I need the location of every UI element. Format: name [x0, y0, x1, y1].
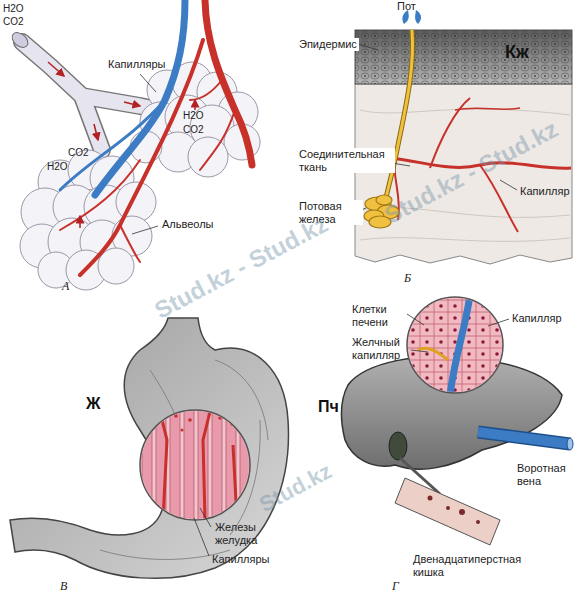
part-label: Альвеолы	[162, 218, 214, 231]
panel-letter: Г	[392, 580, 399, 594]
stomach	[10, 318, 288, 578]
organ-letter: Пч	[318, 398, 339, 416]
formula: CO2	[3, 16, 24, 28]
portal-vein	[478, 432, 573, 450]
panel-letter: А	[62, 280, 69, 294]
panel-letter: Б	[404, 272, 411, 286]
flow-arrows	[48, 62, 195, 228]
formula: CO2	[68, 147, 89, 159]
watermark: Stud.kz - Stud.kz	[380, 115, 563, 230]
formula: CO2	[183, 124, 204, 136]
blood-vessels	[60, 0, 252, 275]
part-label: Капилляры	[212, 553, 269, 566]
organ-letter: Кж	[505, 42, 529, 63]
gastric-gland-inset	[140, 410, 250, 520]
part-label: Клетки печени	[352, 303, 408, 328]
organ-letter: Ж	[86, 395, 100, 413]
leader-lines	[132, 44, 517, 556]
formula: H2O	[183, 110, 204, 122]
part-label: Пот	[397, 0, 416, 13]
duodenum	[395, 478, 500, 545]
part-label: Капилляр	[512, 312, 562, 325]
part-label: Соединительная ткань	[297, 148, 395, 173]
watermark: Stud.kz	[255, 458, 336, 518]
part-label: Железы желудка	[215, 521, 273, 546]
part-label: Воротная вена	[517, 462, 577, 487]
part-label: Эпидермис	[297, 38, 359, 51]
formula: H2O	[47, 161, 68, 173]
alveoli	[20, 62, 260, 290]
part-label: Капилляры	[108, 58, 165, 71]
part-label: Капилляр	[520, 185, 570, 198]
skin-block	[355, 30, 572, 264]
panel-letter: В	[60, 580, 67, 594]
liver-inset	[405, 295, 505, 395]
part-label: Желчный капилляр	[352, 336, 410, 361]
part-label: Двенадцатиперстная кишка	[413, 553, 537, 578]
formula: H2O	[3, 3, 24, 15]
